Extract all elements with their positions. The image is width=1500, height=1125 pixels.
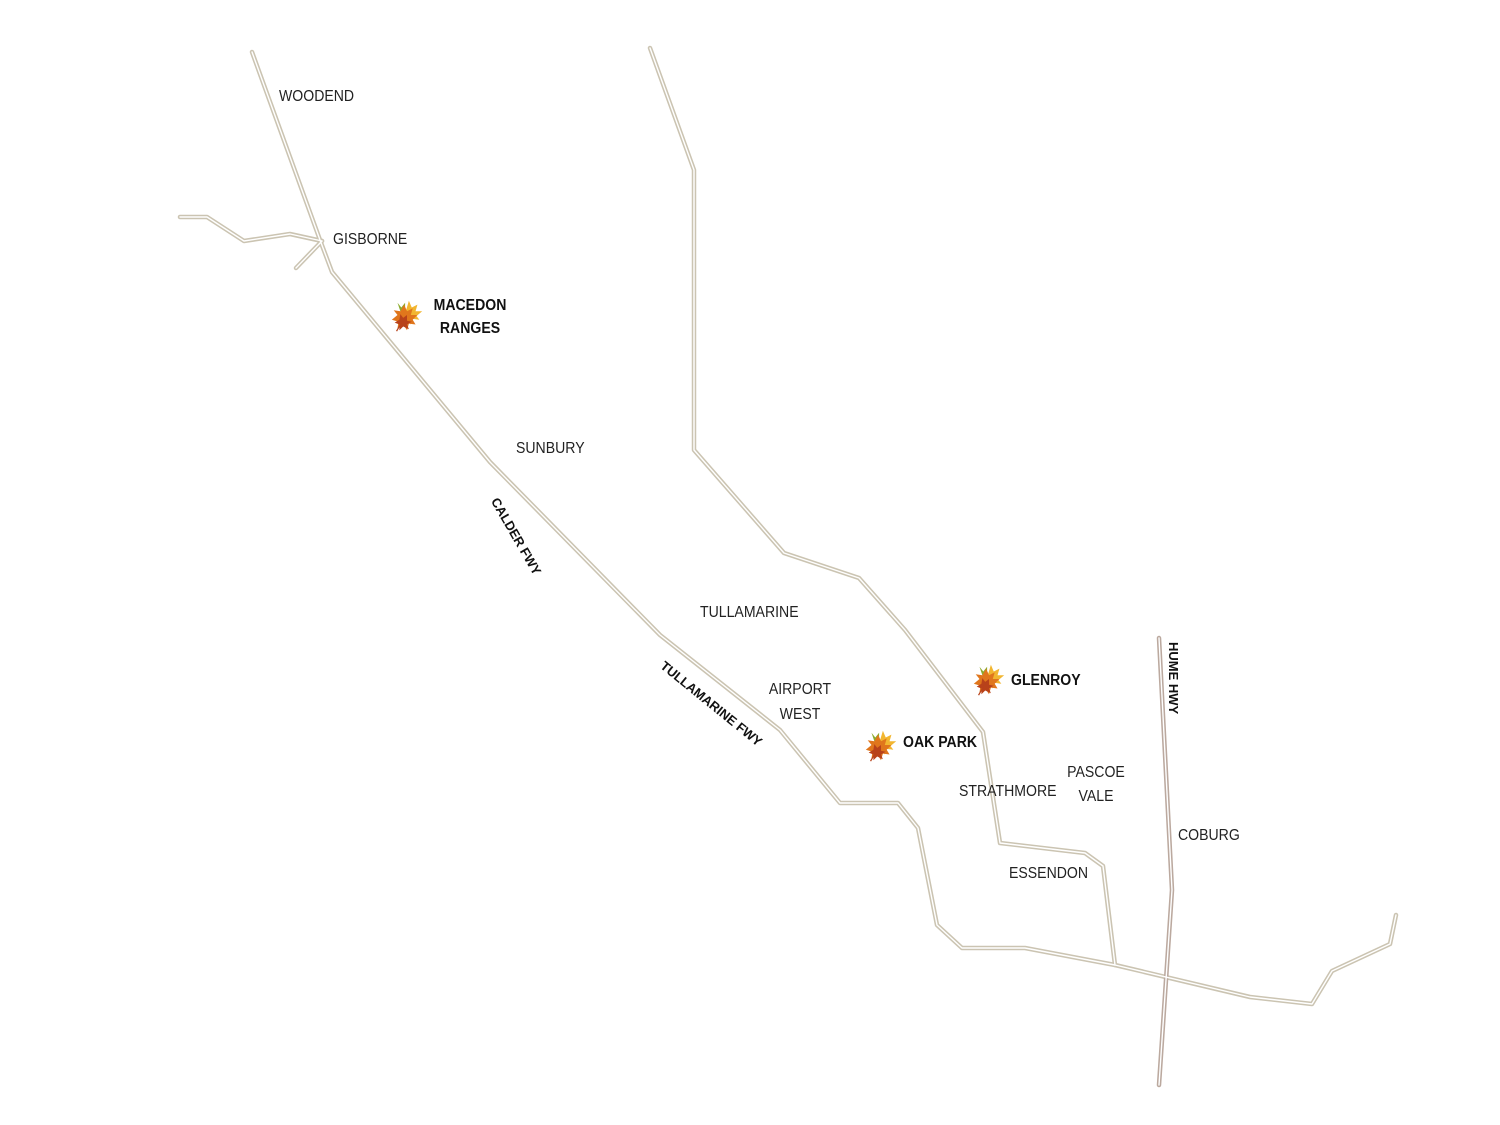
place-label-woodend: WOODEND bbox=[279, 88, 355, 105]
place-label-essendon: ESSENDON bbox=[1009, 865, 1089, 882]
place-label-sunbury: SUNBURY bbox=[516, 440, 585, 457]
road-label-hume-hwy: HUME HWY bbox=[1166, 642, 1181, 715]
place-label-gisborne: GISBORNE bbox=[333, 231, 408, 248]
place-label-pascoe-vale: PASCOE VALE bbox=[1067, 764, 1125, 805]
maple-leaf-icon bbox=[388, 297, 426, 335]
highlight-label-glenroy: GLENROY bbox=[1011, 672, 1081, 689]
place-label-tullamarine: TULLAMARINE bbox=[700, 604, 799, 621]
calder-tullamarine-road bbox=[249, 49, 1399, 1007]
maple-leaf-icon bbox=[862, 727, 900, 765]
maple-leaf-icon bbox=[970, 661, 1008, 699]
gisborne-west-road bbox=[177, 214, 325, 244]
place-label-strathmore: STRATHMORE bbox=[959, 783, 1057, 800]
highlight-label-oak-park: OAK PARK bbox=[903, 734, 978, 751]
place-label-coburg: COBURG bbox=[1178, 827, 1240, 844]
place-label-airport-west: AIRPORT WEST bbox=[768, 681, 832, 723]
highlight-label-macedon-ranges: MACEDON RANGES bbox=[433, 297, 507, 337]
western-ring-road bbox=[647, 45, 1118, 968]
